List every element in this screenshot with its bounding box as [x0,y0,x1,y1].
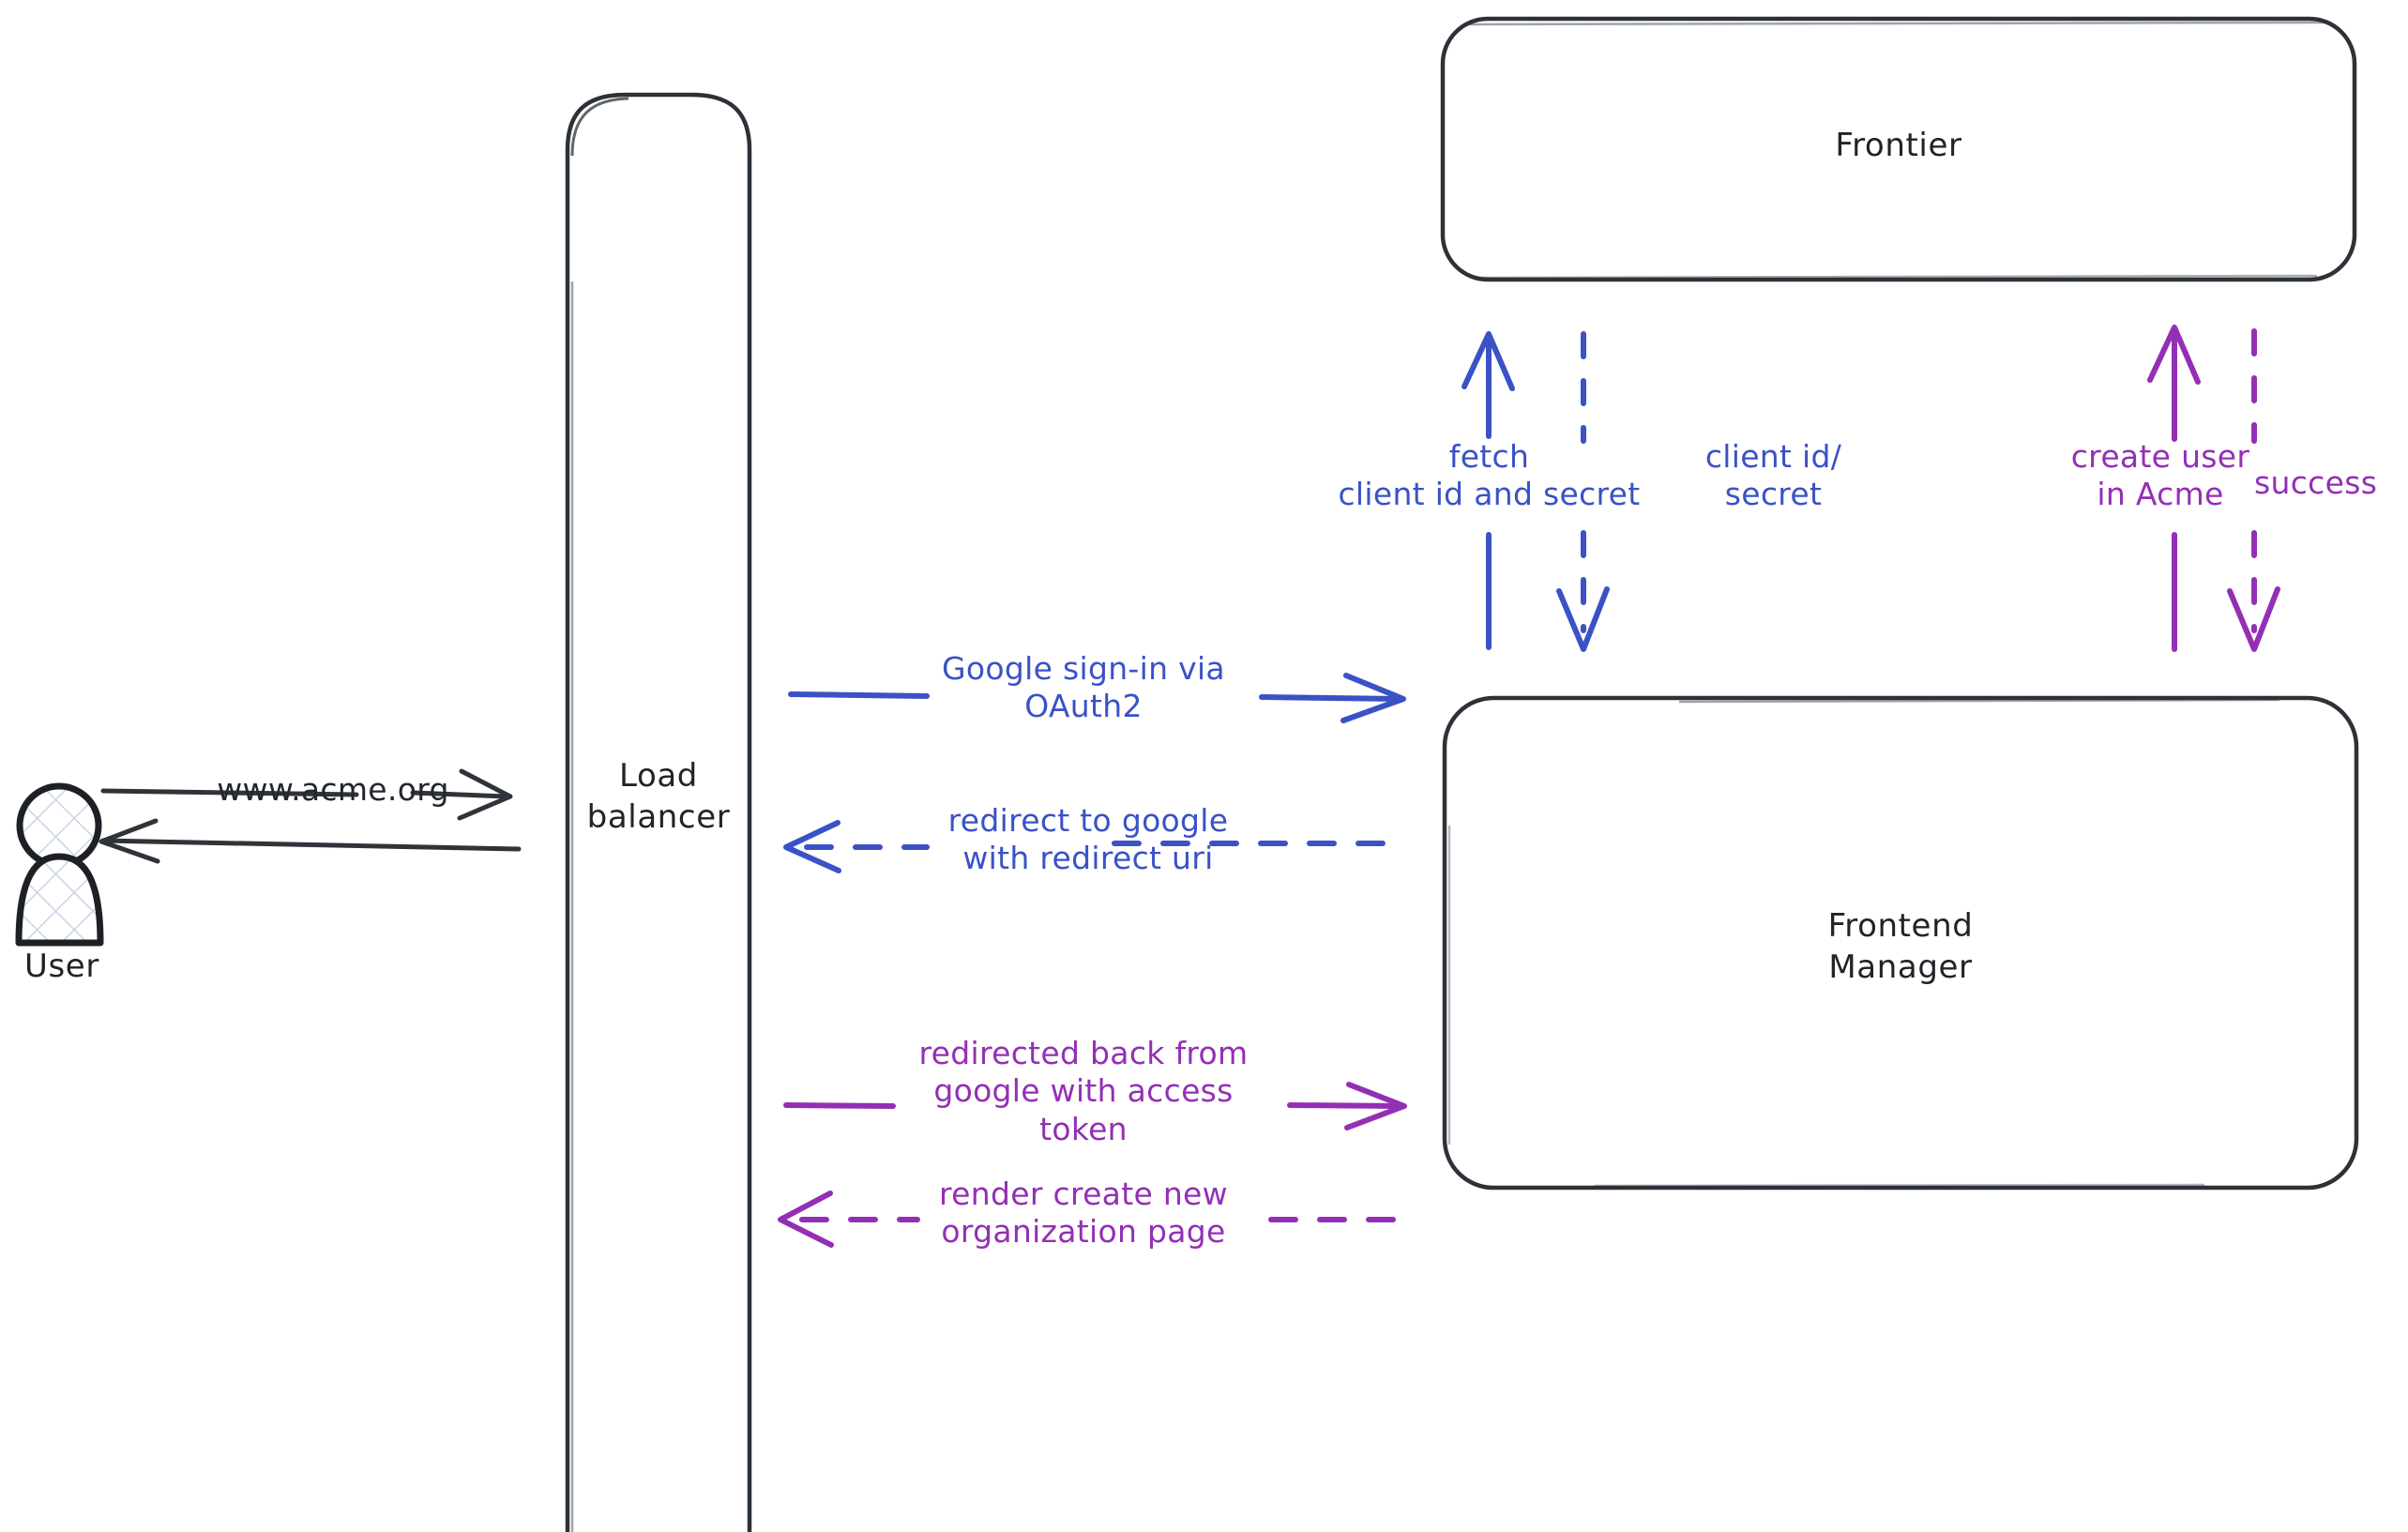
edge-fm-to-lb-render [778,1191,1406,1248]
edge-frontier-to-fm-creds [1556,331,1610,652]
edge-fm-to-frontier-fetch [1461,331,1515,650]
edge-label-lb-to-fm-signin: Google sign-in via OAuth2 [942,650,1225,725]
edge-label-lb-to-fm-token: redirected back from google with access … [918,1035,1249,1147]
frontier-node-shape[interactable] [1440,16,2357,282]
edge-fm-to-lb-redirect [783,820,1402,873]
edge-label-fm-to-lb-redirect: redirect to google with redirect uri [947,802,1229,877]
edge-label-frontier-to-fm-creds: client id/ secret [1704,438,1842,513]
edge-label-fm-to-frontier-create-user: create user in Acme [2070,438,2250,513]
edge-label-fm-to-lb-render: render create new organization page [939,1176,1228,1251]
edge-fm-to-frontier-create-user [2147,325,2201,652]
edge-user-to-lb [100,768,513,821]
edge-frontier-to-fm-success [2227,328,2280,652]
edge-lb-to-fm-token [783,1082,1407,1130]
load-balancer-node-shape[interactable] [565,92,752,1532]
edge-label-frontier-to-fm-success: success [2254,464,2378,501]
frontend-manager-node-shape[interactable] [1442,695,2359,1191]
edge-lb-to-fm-signin [788,673,1406,723]
user-person-icon [15,782,104,947]
edge-label-fm-to-frontier-fetch: fetch client id and secret [1338,438,1641,513]
user-actor-label: User [24,948,99,985]
edge-label-user-to-lb: www.acme.org [217,771,449,808]
edge-lb-to-user [98,818,522,864]
